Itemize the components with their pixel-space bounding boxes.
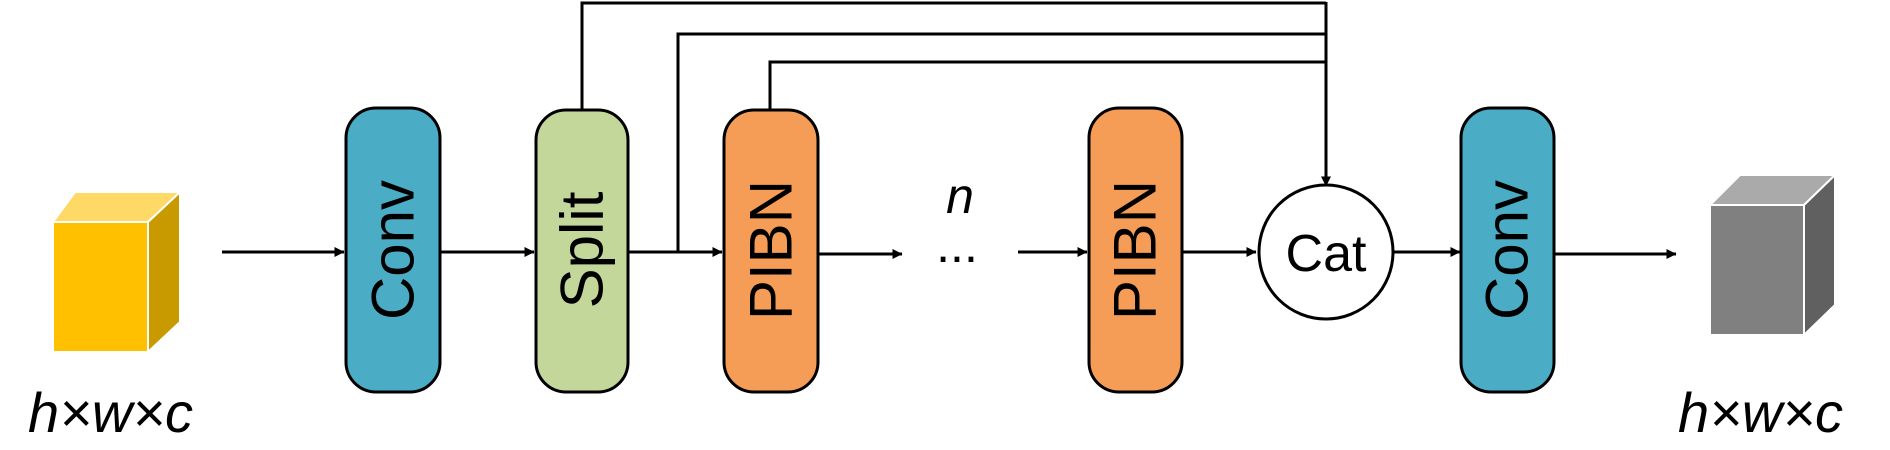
pibn-block-1-label: PIBN (738, 180, 805, 320)
output-shape-label: h×w×c (1678, 381, 1843, 444)
conv-block-2-label: Conv (1474, 180, 1541, 320)
ellipsis: ... (936, 217, 978, 273)
conv-block-1-label: Conv (360, 180, 427, 320)
conv-block-1: Conv (344, 106, 442, 394)
conv-block-2: Conv (1459, 106, 1556, 394)
concat-node: Cat (1257, 183, 1395, 321)
skip-line-split-top (580, 1, 1326, 110)
output-feature-cube (1707, 172, 1838, 338)
input-cube-front (52, 221, 149, 353)
skip-line-split-output (628, 32, 1326, 254)
pibn-block-1: PIBN (722, 108, 820, 394)
input-feature-cube (51, 189, 183, 355)
split-block-label: Split (549, 191, 616, 308)
pibn-block-2-label: PIBN (1102, 180, 1169, 320)
pibn-block-2: PIBN (1087, 106, 1184, 394)
concat-label: Cat (1286, 225, 1367, 283)
repeat-count-label: n (946, 168, 974, 224)
output-cube-front (1709, 204, 1805, 336)
skip-line-pibn (768, 60, 1326, 110)
input-shape-label: h×w×c (28, 381, 193, 444)
split-block: Split (534, 108, 630, 394)
